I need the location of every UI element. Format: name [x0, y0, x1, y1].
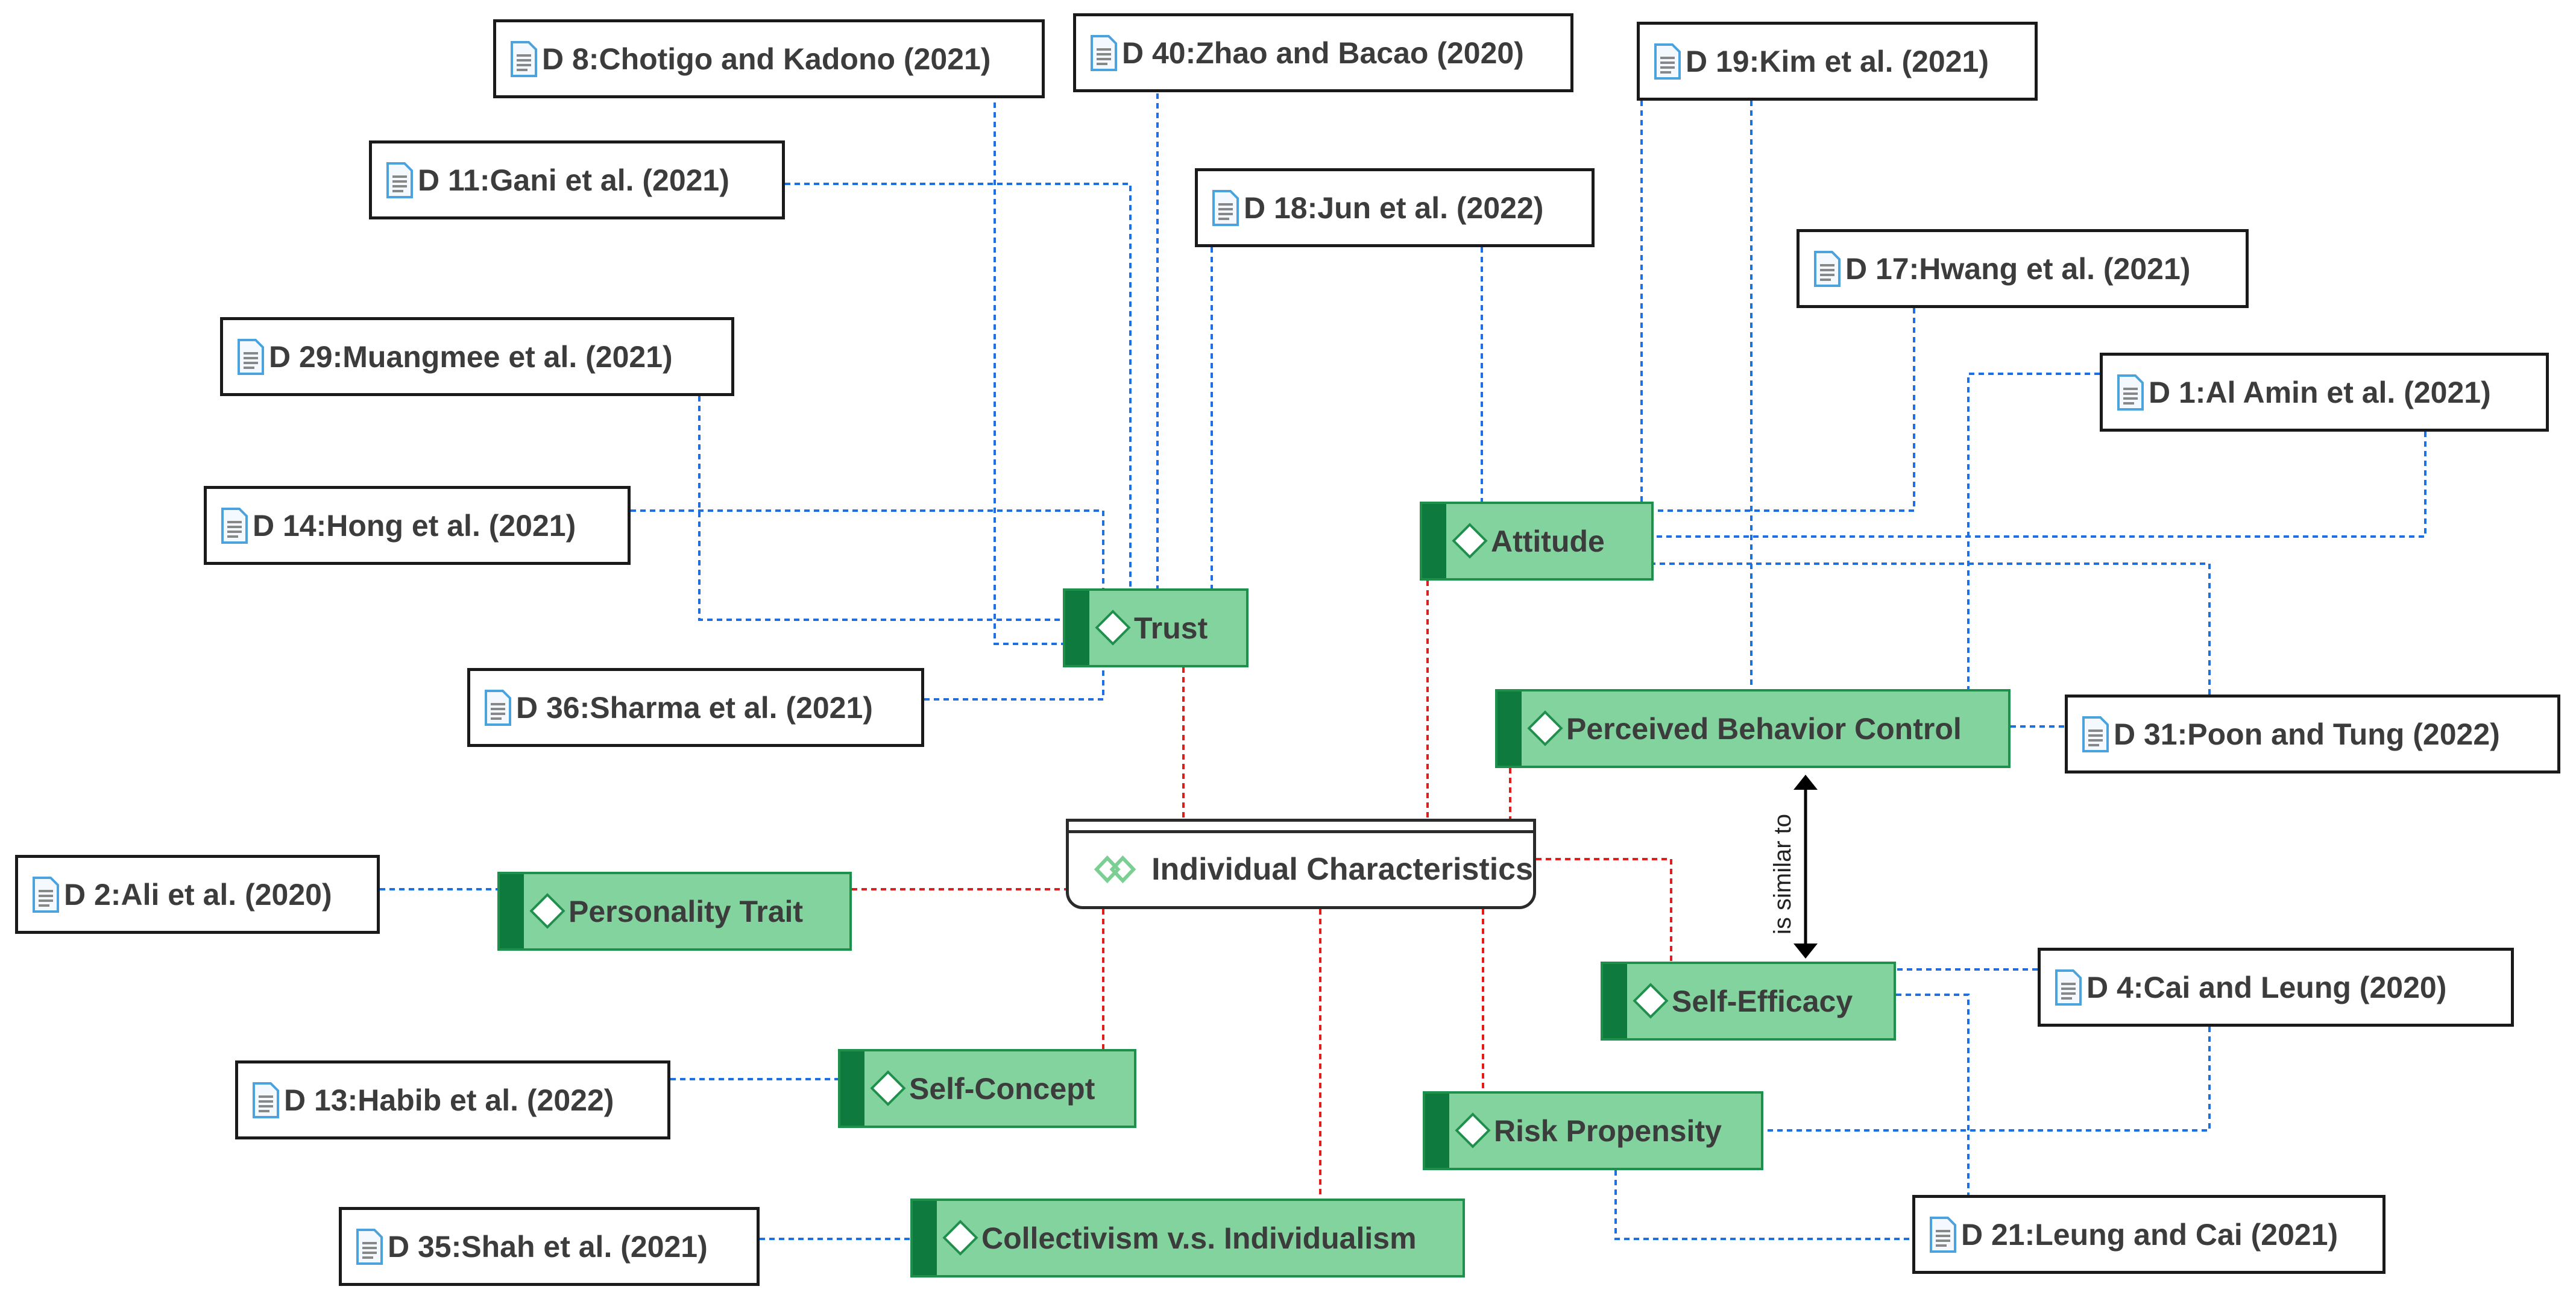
code-label-trust: Trust — [1134, 611, 1208, 645]
link-d31-attitude — [1654, 562, 2211, 695]
doc-node-d1[interactable]: D 1:Al Amin et al. (2021) — [2100, 353, 2549, 432]
relation-label: is similar to — [1769, 813, 1796, 934]
code-label-self-concept: Self-Concept — [909, 1071, 1095, 1106]
document-icon — [1212, 189, 1239, 226]
doc-node-d17[interactable]: D 17:Hwang et al. (2021) — [1797, 229, 2249, 308]
doc-label-d8: D 8:Chotigo and Kadono (2021) — [542, 42, 991, 76]
document-icon — [2082, 716, 2109, 752]
link-d1-attitude — [1654, 432, 2426, 538]
doc-label-d14: D 14:Hong et al. (2021) — [253, 508, 576, 543]
code-node-personality[interactable]: Personality Trait — [497, 872, 852, 951]
code-color-bar — [1422, 504, 1446, 578]
relation-arrowhead-up — [1793, 775, 1818, 790]
code-group-node[interactable]: Individual Characteristics — [1066, 819, 1536, 909]
doc-label-d2: D 2:Ali et al. (2020) — [64, 877, 332, 912]
doc-node-d8[interactable]: D 8:Chotigo and Kadono (2021) — [493, 19, 1045, 98]
doc-node-d13[interactable]: D 13:Habib et al. (2022) — [235, 1060, 670, 1139]
code-label-personality: Personality Trait — [568, 894, 804, 928]
doc-node-d2[interactable]: D 2:Ali et al. (2020) — [15, 855, 380, 934]
doc-label-d18: D 18:Jun et al. (2022) — [1244, 191, 1544, 225]
doc-label-d19: D 19:Kim et al. (2021) — [1686, 44, 1989, 78]
doc-node-d29[interactable]: D 29:Muangmee et al. (2021) — [220, 317, 734, 396]
document-icon — [221, 507, 248, 544]
code-node-risk[interactable]: Risk Propensity — [1423, 1091, 1763, 1170]
document-icon — [238, 338, 264, 375]
link-d1-pbc — [1967, 373, 2100, 689]
doc-node-d31[interactable]: D 31:Poon and Tung (2022) — [2065, 695, 2560, 773]
code-color-bar — [1425, 1094, 1449, 1168]
code-color-bar — [1497, 692, 1522, 766]
doc-label-d11: D 11:Gani et al. (2021) — [418, 163, 729, 197]
code-node-attitude[interactable]: Attitude — [1420, 502, 1654, 581]
link-d17-attitude — [1654, 308, 1915, 512]
doc-label-d17: D 17:Hwang et al. (2021) — [1845, 251, 2191, 286]
document-icon — [1814, 250, 1841, 287]
code-color-bar — [840, 1051, 864, 1126]
doc-label-d35: D 35:Shah et al. (2021) — [388, 1229, 708, 1264]
code-group-label: Individual Characteristics — [1151, 851, 1533, 887]
document-icon — [2117, 374, 2144, 411]
code-color-bar — [1065, 591, 1089, 665]
code-label-risk: Risk Propensity — [1494, 1114, 1722, 1148]
doc-node-d35[interactable]: D 35:Shah et al. (2021) — [339, 1207, 760, 1286]
doc-node-d21[interactable]: D 21:Leung and Cai (2021) — [1912, 1195, 2385, 1274]
doc-node-d4[interactable]: D 4:Cai and Leung (2020) — [2038, 948, 2514, 1027]
doc-label-d13: D 13:Habib et al. (2022) — [284, 1083, 614, 1117]
code-label-attitude: Attitude — [1491, 524, 1605, 558]
doc-label-d1: D 1:Al Amin et al. (2021) — [2149, 375, 2491, 409]
doc-node-d40[interactable]: D 40:Zhao and Bacao (2020) — [1073, 13, 1573, 92]
link-d36-trust — [924, 667, 1104, 701]
code-node-trust[interactable]: Trust — [1063, 588, 1249, 667]
link-d14-trust — [631, 509, 1104, 588]
relation-arrowhead-down — [1793, 944, 1818, 959]
code-label-pbc: Perceived Behavior Control — [1566, 711, 1962, 746]
doc-node-d18[interactable]: D 18:Jun et al. (2022) — [1195, 168, 1595, 247]
code-node-self-efficacy[interactable]: Self-Efficacy — [1601, 962, 1896, 1041]
document-icon — [1654, 43, 1681, 80]
code-node-self-concept[interactable]: Self-Concept — [838, 1049, 1136, 1128]
code-group-icon — [1094, 855, 1136, 883]
document-icon — [1930, 1216, 1956, 1253]
code-label-self-efficacy: Self-Efficacy — [1672, 984, 1853, 1018]
code-node-collectivism[interactable]: Collectivism v.s. Individualism — [910, 1199, 1465, 1278]
document-icon — [356, 1228, 383, 1265]
doc-label-d4: D 4:Cai and Leung (2020) — [2086, 970, 2447, 1004]
code-color-bar — [913, 1201, 937, 1275]
document-icon — [2055, 969, 2082, 1006]
link-d8-trust — [994, 102, 1063, 645]
doc-label-d21: D 21:Leung and Cai (2021) — [1961, 1217, 2338, 1252]
code-color-bar — [1603, 964, 1627, 1038]
doc-label-d36: D 36:Sharma et al. (2021) — [516, 690, 873, 725]
document-icon — [33, 876, 59, 913]
document-icon — [253, 1082, 279, 1118]
document-icon — [1091, 34, 1117, 71]
code-color-bar — [500, 874, 524, 948]
document-icon — [386, 162, 413, 198]
link-d29-trust — [698, 396, 1063, 621]
doc-label-d29: D 29:Muangmee et al. (2021) — [269, 339, 673, 374]
doc-node-d19[interactable]: D 19:Kim et al. (2021) — [1637, 22, 2038, 101]
code-group-cap — [1066, 819, 1536, 833]
doc-label-d31: D 31:Poon and Tung (2022) — [2114, 717, 2500, 751]
code-node-pbc[interactable]: Perceived Behavior Control — [1495, 689, 2011, 768]
doc-node-d14[interactable]: D 14:Hong et al. (2021) — [204, 486, 631, 565]
link-self-efficacy-group — [1536, 858, 1672, 962]
link-d21-risk — [1614, 1170, 1912, 1240]
doc-node-d36[interactable]: D 36:Sharma et al. (2021) — [467, 668, 924, 747]
doc-node-d11[interactable]: D 11:Gani et al. (2021) — [369, 140, 785, 219]
link-d21-self-efficacy — [1896, 994, 1970, 1195]
doc-label-d40: D 40:Zhao and Bacao (2020) — [1122, 36, 1524, 70]
document-icon — [485, 689, 511, 726]
document-icon — [511, 40, 537, 77]
code-label-collectivism: Collectivism v.s. Individualism — [981, 1221, 1417, 1255]
